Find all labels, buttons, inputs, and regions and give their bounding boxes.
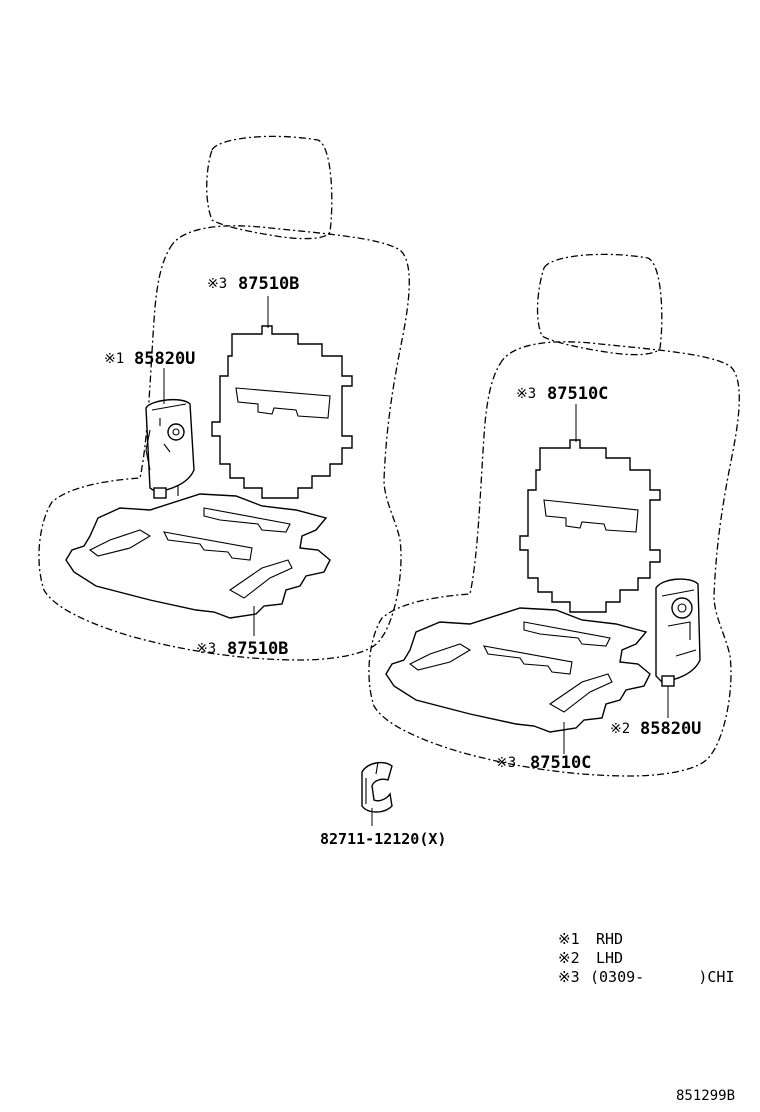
legend-text-2: LHD	[596, 949, 623, 967]
callout-left-back: ※3 87510B	[207, 274, 299, 294]
right-cushion-slot-b	[483, 645, 573, 675]
right-cushion-heater-pad	[385, 607, 651, 733]
left-cushion-heater-pad	[65, 493, 331, 619]
legend-mark-3: ※3	[558, 968, 580, 986]
part-number-label: 85820U	[134, 349, 195, 369]
legend-text-3: (0309- )CHI	[590, 968, 735, 986]
part-number-label: 85820U	[640, 719, 701, 739]
legend-mark-2: ※2	[558, 949, 580, 967]
right-headrest-outline	[536, 253, 663, 356]
left-headrest-outline	[206, 135, 333, 240]
left-backrest-outline	[38, 225, 410, 661]
callout-right-back: ※3 87510C	[516, 384, 608, 404]
right-seat	[368, 253, 740, 777]
legend-mark-1: ※1	[558, 930, 580, 948]
right-backrest-outline	[368, 341, 740, 777]
callout-mark: ※3	[196, 641, 216, 657]
part-number-label: 87510B	[227, 639, 288, 659]
diagram-reference-number: 851299B	[676, 1088, 735, 1104]
right-back-heater-pad	[519, 439, 661, 613]
left-back-pad-slot	[235, 387, 331, 419]
callout-clip: 82711-12120(X)	[320, 830, 446, 848]
clip-part	[361, 761, 393, 813]
callout-left-cushion: ※3 87510B	[196, 639, 288, 659]
left-cushion-slot-d	[228, 559, 293, 599]
callout-mark: ※1	[104, 351, 124, 367]
right-cushion-slot-c	[523, 621, 611, 647]
callout-mark: ※3	[207, 276, 227, 292]
callout-mark: ※3	[516, 386, 536, 402]
right-back-pad-slot	[543, 499, 639, 533]
callout-right-module: ※2 85820U	[610, 719, 701, 739]
part-number-label: 82711-12120(X)	[320, 830, 446, 848]
part-number-label: 87510C	[530, 753, 591, 773]
right-cushion-slot-d	[548, 673, 613, 713]
legend: ※1 RHD ※2 LHD ※3 (0309- )CHI	[558, 930, 735, 986]
callout-mark: ※3	[496, 755, 516, 771]
right-cushion-slot-a	[408, 643, 472, 671]
callout-mark: ※2	[610, 721, 630, 737]
left-cushion-slot-b	[163, 531, 253, 561]
left-cushion-slot-c	[203, 507, 291, 533]
left-heater-module	[145, 398, 195, 499]
left-cushion-slot-a	[88, 529, 152, 557]
callout-left-module: ※1 85820U	[104, 349, 195, 369]
callout-right-cushion: ※3 87510C	[496, 753, 591, 773]
leader-lines	[163, 296, 669, 826]
part-number-label: 87510C	[547, 384, 608, 404]
right-heater-module	[655, 578, 701, 687]
left-back-heater-pad	[211, 325, 353, 499]
left-seat	[38, 135, 410, 661]
legend-text-1: RHD	[596, 930, 623, 948]
part-number-label: 87510B	[238, 274, 299, 294]
